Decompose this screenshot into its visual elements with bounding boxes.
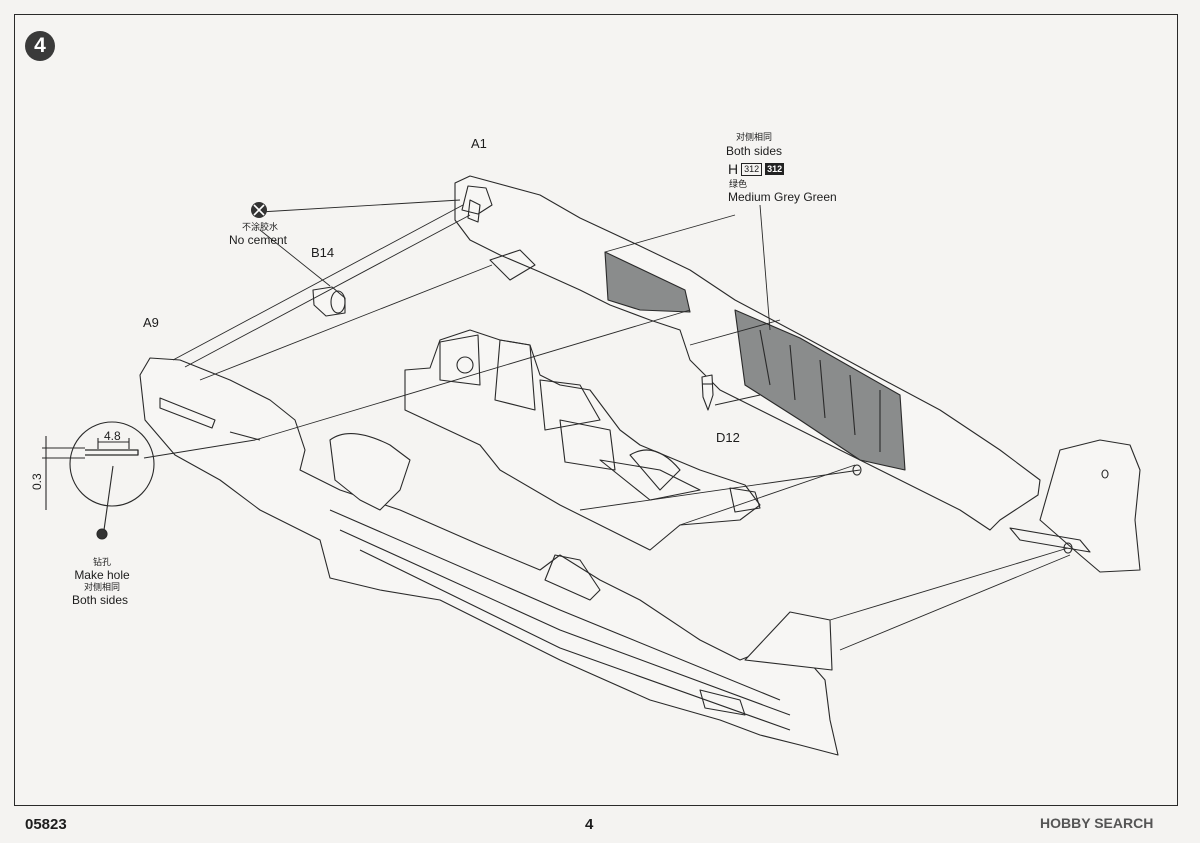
assembly-lines bbox=[172, 199, 1071, 651]
paint-code-filled: 312 bbox=[765, 163, 785, 175]
step-number-badge: 4 bbox=[25, 31, 55, 61]
paint-prefix: H bbox=[728, 161, 739, 177]
paint-code: H 312 312 bbox=[728, 161, 785, 177]
paint-code-outline: 312 bbox=[741, 162, 763, 176]
make-hole-both-en: Both sides bbox=[71, 593, 129, 607]
part-d12 bbox=[701, 374, 714, 411]
no-cement-cn: 不涂胶水 bbox=[241, 223, 278, 233]
make-hole-cn: 钻孔 bbox=[92, 558, 111, 568]
hole-width: 4.8 bbox=[104, 429, 121, 443]
both-sides-cn: 对侧相同 bbox=[735, 133, 772, 143]
fuselage-half-a9 bbox=[139, 357, 839, 756]
label-a9: A9 bbox=[143, 315, 159, 330]
no-cement-icon bbox=[251, 202, 267, 218]
fuselage-half-a1 bbox=[454, 175, 1141, 573]
part-b14 bbox=[312, 286, 346, 317]
both-sides-en: Both sides bbox=[725, 144, 783, 158]
paint-color-cn: 绿色 bbox=[729, 180, 748, 190]
hole-detail-circle bbox=[42, 421, 256, 540]
label-d12: D12 bbox=[716, 430, 740, 445]
watermark: HOBBY SEARCH bbox=[1040, 815, 1154, 831]
hole-depth: 0.3 bbox=[30, 473, 44, 490]
label-a1: A1 bbox=[471, 136, 487, 151]
make-hole-en: Make hole bbox=[74, 568, 130, 582]
label-b14: B14 bbox=[311, 245, 335, 260]
page-number: 4 bbox=[585, 816, 594, 833]
no-cement-en: No cement bbox=[228, 233, 288, 247]
cockpit-tub bbox=[404, 329, 761, 551]
paint-color-en: Medium Grey Green bbox=[728, 190, 837, 204]
make-hole-both-cn: 对侧相同 bbox=[83, 583, 120, 593]
kit-code: 05823 bbox=[25, 816, 67, 833]
